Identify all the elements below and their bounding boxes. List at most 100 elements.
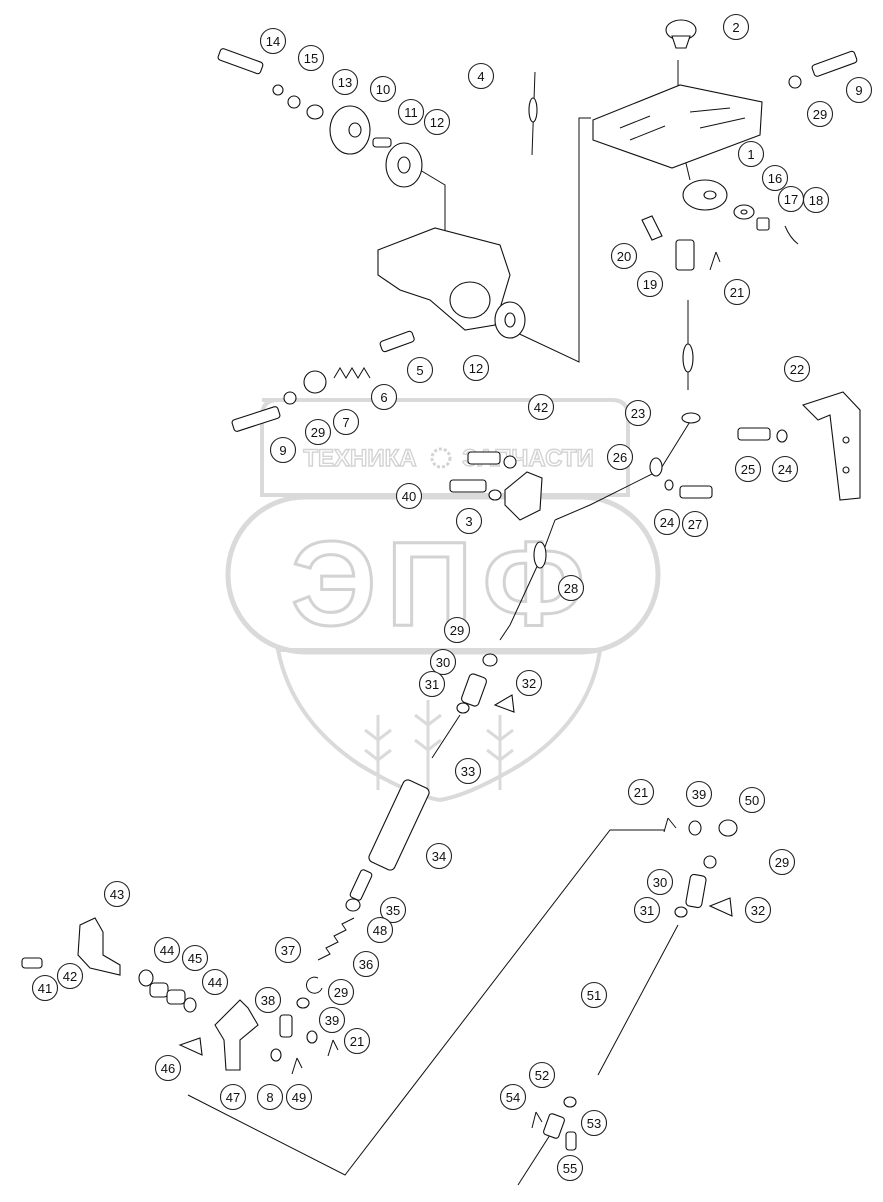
- callout-label: 29: [334, 985, 348, 1000]
- callout-label: 45: [188, 951, 202, 966]
- callout-label: 29: [450, 623, 464, 638]
- bolt-38: [279, 1014, 293, 1038]
- callout-bubble: [636, 270, 664, 298]
- bolt-35: [349, 869, 373, 901]
- callout-35: 35: [379, 896, 407, 924]
- callout-label: 11: [404, 105, 418, 120]
- callout-29: 29: [768, 848, 796, 876]
- washer-24: [776, 429, 788, 443]
- callout-label: 17: [784, 192, 798, 207]
- callout-bubble: [443, 616, 471, 644]
- pulley-10-hub: [348, 122, 362, 138]
- callout-54: 54: [499, 1083, 527, 1111]
- clip-26: [649, 457, 663, 477]
- callout-label: 12: [430, 115, 444, 130]
- callout-13: 13: [331, 68, 359, 96]
- joint-53: [543, 1113, 565, 1139]
- callout-label: 12: [469, 361, 483, 376]
- bracket-hole: [842, 466, 850, 474]
- callout-29: 29: [327, 978, 355, 1006]
- callout-bubble: [734, 455, 762, 483]
- callout-bubble: [332, 408, 360, 436]
- block-43: [77, 917, 121, 976]
- bolt-25: [737, 427, 771, 441]
- callout-43: 43: [103, 880, 131, 908]
- callout-bubble: [580, 981, 608, 1009]
- callout-17: 17: [777, 185, 805, 213]
- callout-label: 18: [809, 193, 823, 208]
- bolt-41: [21, 957, 43, 969]
- callout-bubble: [499, 1083, 527, 1111]
- washer-15b: [287, 95, 301, 109]
- bolt-14: [217, 48, 264, 75]
- callout-label: 46: [161, 1061, 175, 1076]
- cotter-pin-21b: [663, 817, 677, 833]
- callout-42: 42: [527, 393, 555, 421]
- washer-24b: [664, 479, 674, 491]
- washer-12a-hole: [397, 156, 411, 174]
- callout-9: 9: [269, 436, 297, 464]
- nut-29c: [482, 653, 498, 667]
- washer-15a: [272, 84, 284, 96]
- boot-32b: [708, 897, 733, 917]
- callout-label: 47: [226, 1090, 240, 1105]
- callout-bubble: [181, 944, 209, 972]
- callout-label: 3: [465, 514, 472, 529]
- callout-bubble: [768, 848, 796, 876]
- callout-53: 53: [580, 1109, 608, 1137]
- callout-label: 16: [768, 171, 782, 186]
- callout-36: 36: [352, 950, 380, 978]
- callout-55: 55: [556, 1154, 584, 1182]
- cable-4-sleeve: [528, 97, 538, 123]
- callout-20: 20: [610, 242, 638, 270]
- washer-12b-hole: [504, 312, 516, 328]
- callout-39: 39: [685, 780, 713, 808]
- pivot-hole: [703, 190, 717, 200]
- boot-46: [178, 1037, 203, 1056]
- callout-label: 32: [751, 903, 765, 918]
- shift-knob-stem: [671, 35, 691, 49]
- callout-bubble: [802, 186, 830, 214]
- callout-bubble: [425, 842, 453, 870]
- callout-7: 7: [332, 408, 360, 436]
- callout-31: 31: [418, 670, 446, 698]
- nut-17: [756, 217, 770, 231]
- callout-48: 48: [366, 916, 394, 944]
- callout-25: 25: [734, 455, 762, 483]
- nut-31a: [456, 702, 470, 714]
- callout-label: 29: [775, 855, 789, 870]
- callout-label: 42: [63, 969, 77, 984]
- callout-bubble: [557, 574, 585, 602]
- callout-bubble: [352, 950, 380, 978]
- callout-bubble: [737, 140, 765, 168]
- callout-44: 44: [153, 936, 181, 964]
- callout-label: 37: [281, 943, 295, 958]
- cotter-pin-21c: [327, 1039, 339, 1057]
- callout-27: 27: [681, 510, 709, 538]
- callout-label: 26: [613, 450, 627, 465]
- spring-36: [317, 917, 355, 961]
- callout-bubble: [806, 100, 834, 128]
- callout-bubble: [379, 896, 407, 924]
- callout-label: 28: [564, 581, 578, 596]
- callout-bubble: [685, 780, 713, 808]
- watermark-wheat: [364, 700, 514, 795]
- callout-33: 33: [454, 757, 482, 785]
- leader-bracket-12: [419, 169, 446, 250]
- watermark-logo: ЭПФ ТЕХНИКА ЗАПЧАСТИ: [225, 398, 661, 803]
- callout-29: 29: [443, 616, 471, 644]
- parts-artwork: [21, 19, 861, 1151]
- washer-39a: [306, 1030, 318, 1044]
- callout-37: 37: [274, 936, 302, 964]
- boot-32a: [493, 694, 515, 713]
- callout-32: 32: [515, 669, 543, 697]
- callout-21: 21: [723, 278, 751, 306]
- cotter-pin-49: [291, 1057, 303, 1075]
- cable-28-boot: [533, 541, 547, 569]
- callout-bubble: [285, 1083, 313, 1111]
- callout-bubble: [331, 68, 359, 96]
- callout-bubble: [653, 508, 681, 536]
- leader-cable-55: [517, 1134, 551, 1186]
- shift-gate-plate: [592, 84, 763, 169]
- callout-bubble: [624, 399, 652, 427]
